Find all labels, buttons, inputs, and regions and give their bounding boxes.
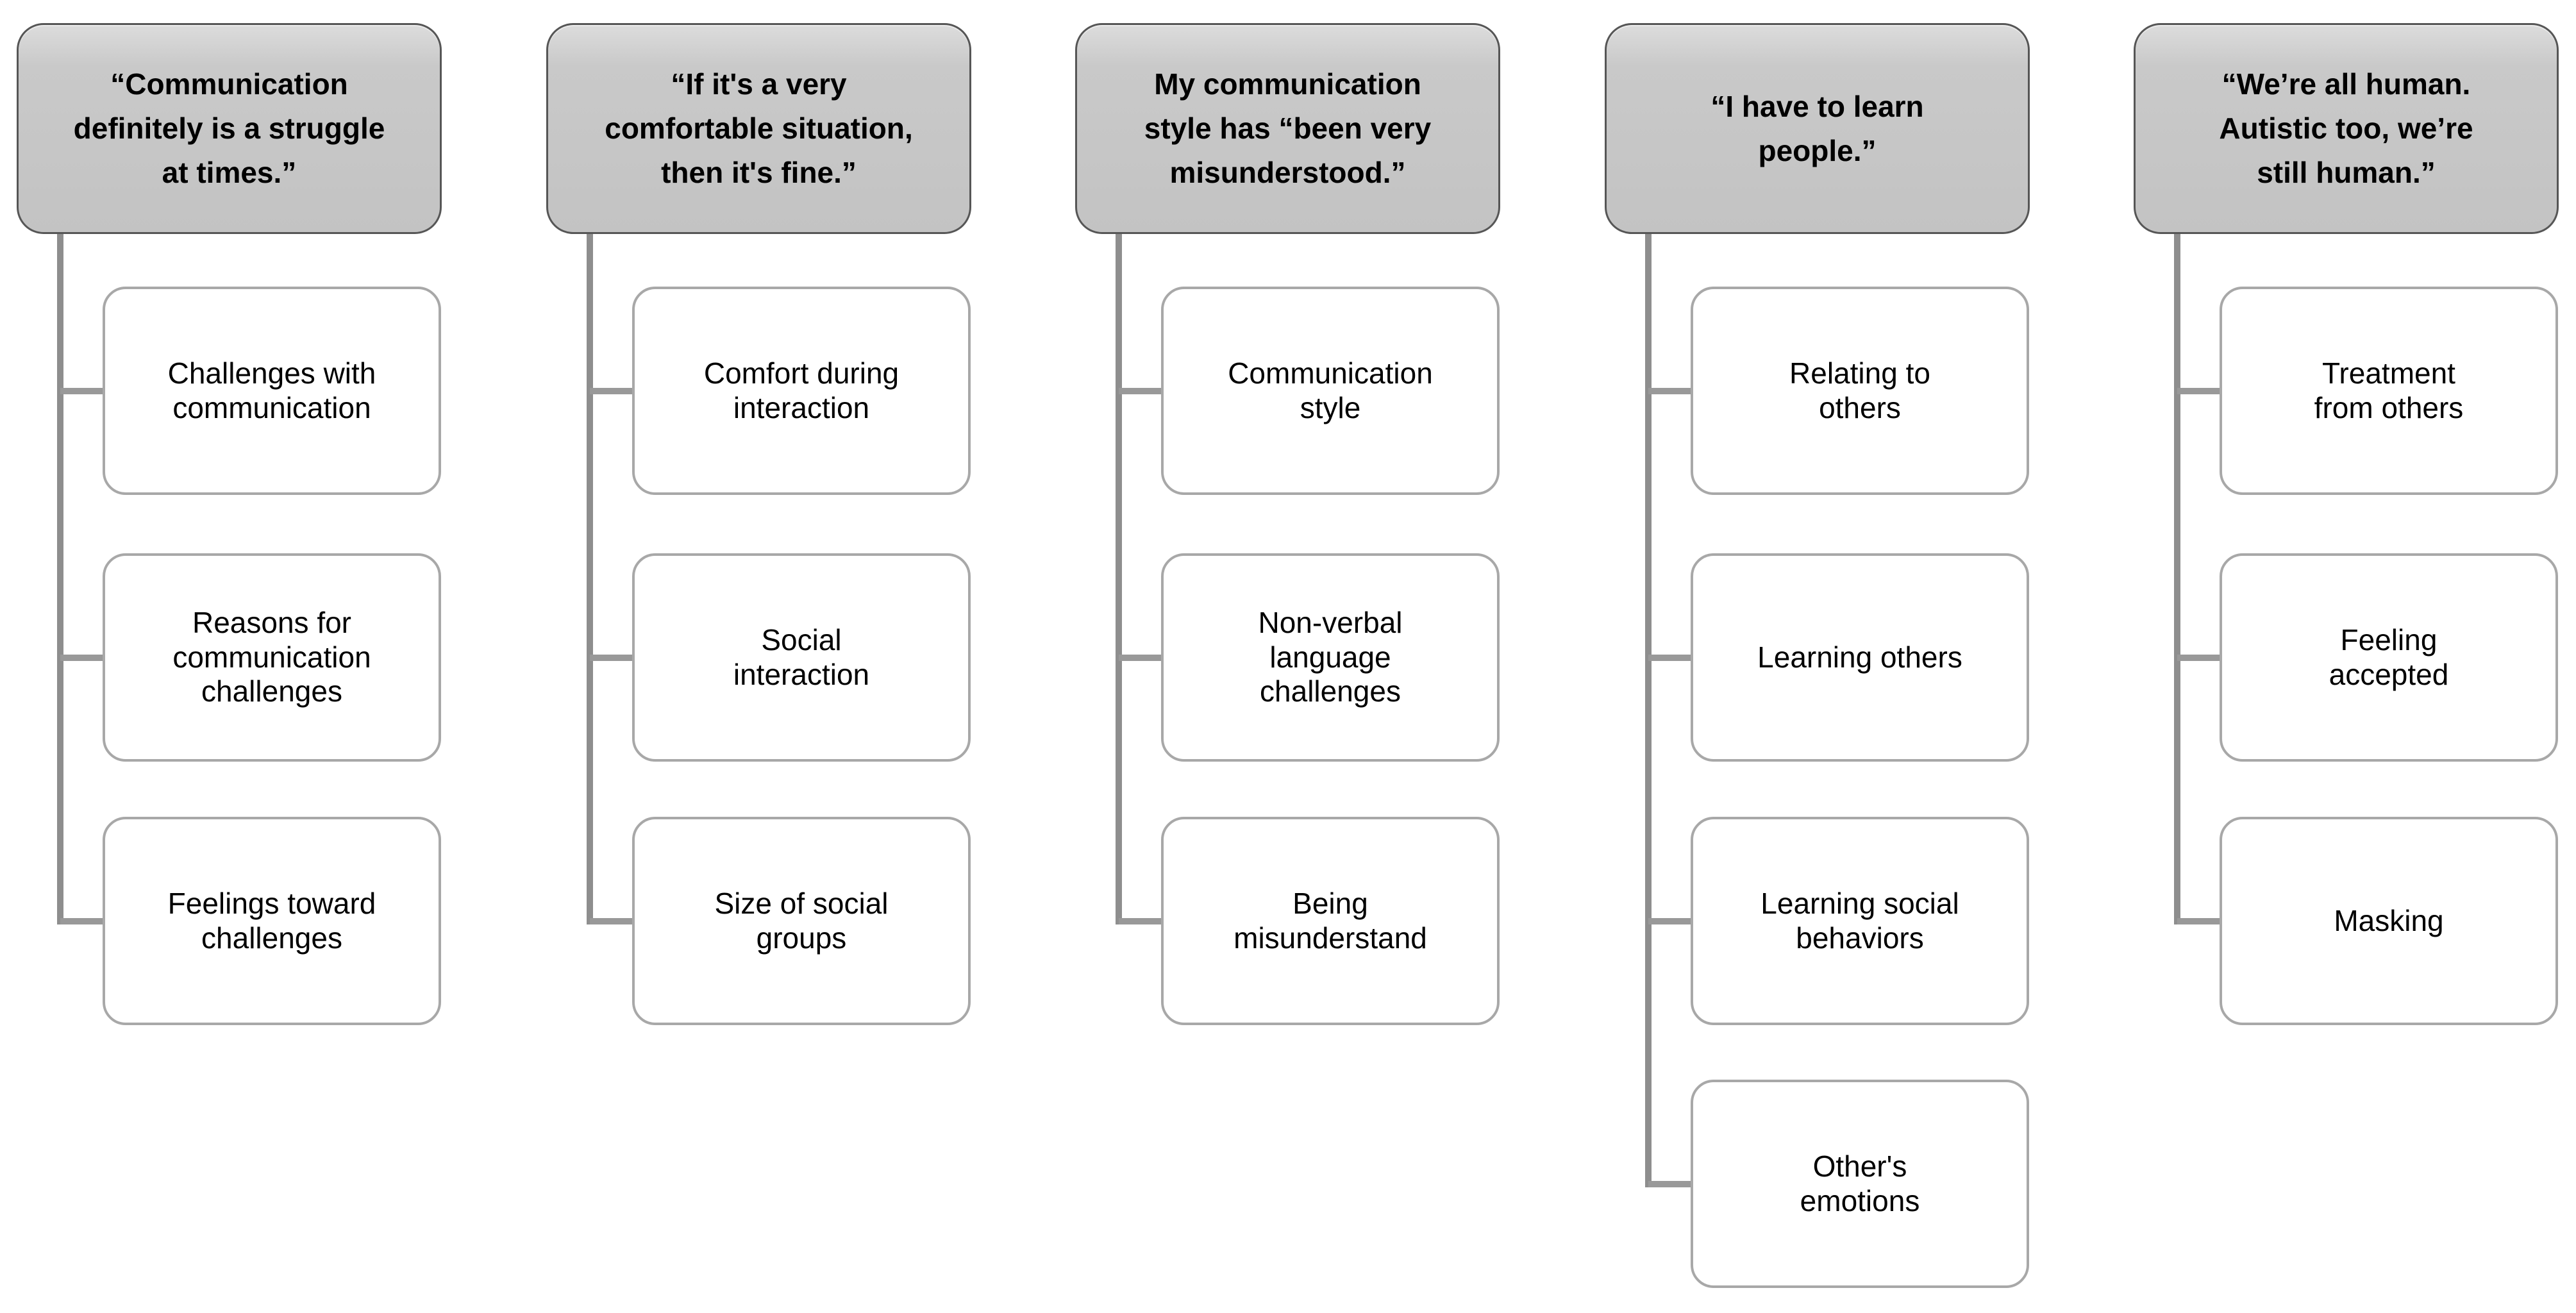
connector-stub	[60, 655, 105, 661]
subtheme-feelings-challenges: Feelings toward challenges	[103, 817, 441, 1025]
theme-column-1: “Communication definitely is a struggle …	[17, 0, 442, 1313]
theme-column-2: “If it's a very comfortable situation, t…	[546, 0, 971, 1313]
theme-quote-header-4: “I have to learn people.”	[1605, 23, 2030, 234]
connector-stub	[1648, 388, 1693, 394]
subtheme-challenges-communication: Challenges with communication	[103, 287, 441, 495]
connector-stub	[590, 918, 635, 924]
connector-stub	[2177, 918, 2222, 924]
connector-line	[587, 234, 593, 924]
subtheme-social-interaction: Social interaction	[632, 553, 971, 762]
connector-stub	[590, 655, 635, 661]
subtheme-masking: Masking	[2220, 817, 2558, 1025]
connector-stub	[2177, 388, 2222, 394]
subtheme-treatment-others: Treatment from others	[2220, 287, 2558, 495]
theme-quote-header-5: “We’re all human. Autistic too, we’re st…	[2134, 23, 2559, 234]
subtheme-being-misunderstand: Being misunderstand	[1161, 817, 1500, 1025]
connector-line	[2174, 234, 2180, 924]
theme-quote-header-1: “Communication definitely is a struggle …	[17, 23, 442, 234]
connector-stub	[590, 388, 635, 394]
subtheme-feeling-accepted: Feeling accepted	[2220, 553, 2558, 762]
connector-stub	[2177, 655, 2222, 661]
theme-column-4: “I have to learn people.” Relating to ot…	[1605, 0, 2030, 1313]
theme-quote-header-3: My communication style has “been very mi…	[1075, 23, 1500, 234]
connector-stub	[1119, 918, 1164, 924]
subtheme-nonverbal-challenges: Non-verbal language challenges	[1161, 553, 1500, 762]
subtheme-social-group-size: Size of social groups	[632, 817, 971, 1025]
connector-line	[1645, 234, 1652, 1187]
connector-stub	[1119, 388, 1164, 394]
subtheme-others-emotions: Other's emotions	[1691, 1080, 2029, 1288]
subtheme-learning-social-behaviors: Learning social behaviors	[1691, 817, 2029, 1025]
connector-line	[57, 234, 63, 924]
connector-stub	[60, 388, 105, 394]
subtheme-learning-others: Learning others	[1691, 553, 2029, 762]
connector-stub	[1648, 918, 1693, 924]
connector-stub	[1119, 655, 1164, 661]
connector-stub	[1648, 1181, 1693, 1187]
connector-line	[1116, 234, 1122, 924]
connector-stub	[60, 918, 105, 924]
subtheme-communication-style: Communication style	[1161, 287, 1500, 495]
subtheme-reasons-challenges: Reasons for communication challenges	[103, 553, 441, 762]
theme-column-5: “We’re all human. Autistic too, we’re st…	[2134, 0, 2559, 1313]
subtheme-relating-others: Relating to others	[1691, 287, 2029, 495]
subtheme-comfort-interaction: Comfort during interaction	[632, 287, 971, 495]
theme-quote-header-2: “If it's a very comfortable situation, t…	[546, 23, 971, 234]
theme-column-3: My communication style has “been very mi…	[1075, 0, 1500, 1313]
connector-stub	[1648, 655, 1693, 661]
